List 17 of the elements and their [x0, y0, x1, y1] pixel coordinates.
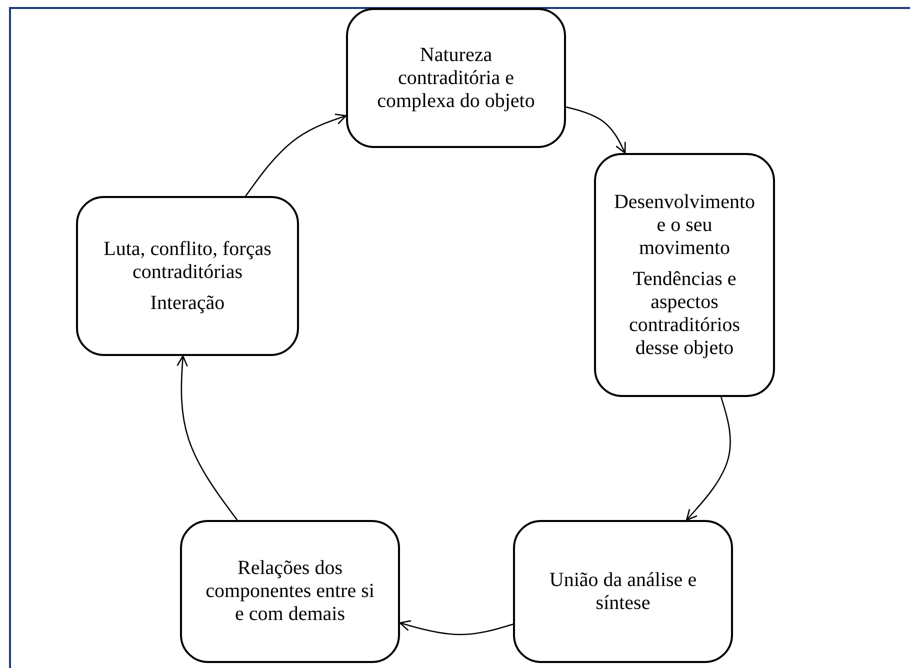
curved-arrow — [686, 396, 731, 521]
curved-arrow — [566, 106, 626, 154]
box-text: Luta, conflito, forças contraditórias — [102, 238, 272, 284]
rounded-box — [594, 153, 775, 397]
rounded-box — [346, 8, 566, 148]
box-text: Tendências e aspectos contraditórios desse objeto — [628, 268, 742, 360]
box-text: Relações dos componentes entre si e com demais — [204, 557, 376, 626]
box-text: Desenvolvimento e o seu movimento — [614, 190, 756, 260]
curved-arrow — [176, 355, 238, 520]
rounded-box — [76, 196, 299, 356]
curved-arrow — [399, 620, 514, 636]
box-text: União da análise e síntese — [548, 568, 698, 614]
rounded-box — [180, 520, 400, 663]
curved-arrow — [245, 114, 347, 196]
box-text: Natureza contraditória e complexa do objeto — [376, 44, 536, 112]
rounded-box — [513, 520, 733, 663]
box-text: Interação — [150, 292, 225, 314]
